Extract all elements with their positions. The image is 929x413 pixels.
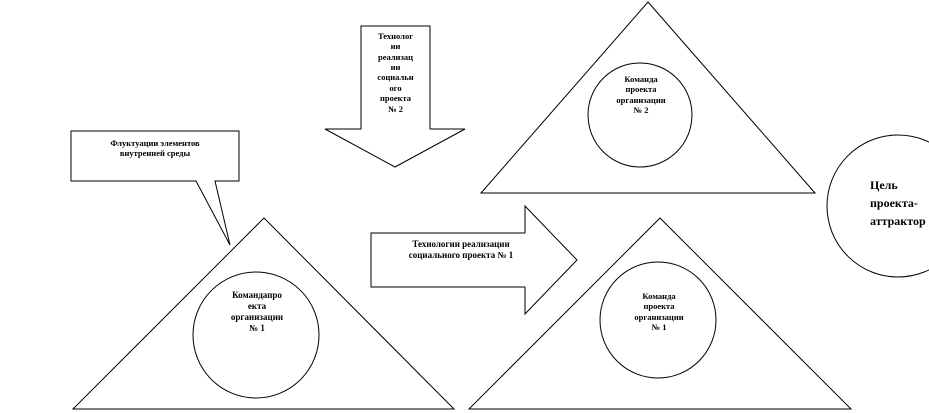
right-arrow-shape [370, 204, 578, 316]
goal-circle [826, 134, 929, 278]
down-arrow-shape [324, 25, 466, 168]
callout-shape [70, 130, 240, 246]
circle-bottom [599, 261, 717, 379]
circle-top [587, 62, 693, 168]
circle-left [192, 271, 320, 399]
